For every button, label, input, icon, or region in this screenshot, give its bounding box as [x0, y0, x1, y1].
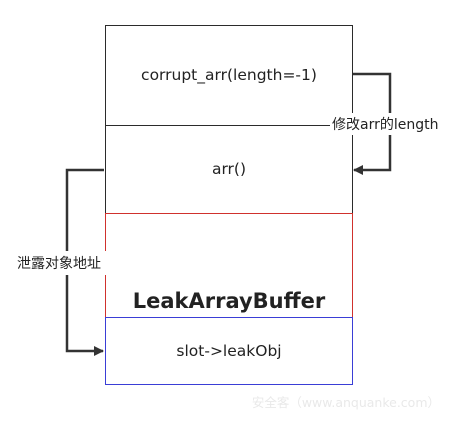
leak-address-label-bg	[14, 251, 118, 275]
watermark: 安全客（www.anquanke.com）	[252, 395, 440, 410]
slot-cell	[105, 317, 353, 385]
leak-address-label: 泄露对象地址	[17, 256, 101, 272]
modify-length-label: 修改arr的length	[332, 117, 438, 133]
corrupt-arr-label: corrupt_arr(length=-1)	[141, 66, 317, 85]
leak-array-buffer-label: LeakArrayBuffer	[133, 289, 326, 313]
arr-label: arr()	[212, 160, 246, 178]
slot-label: slot->leakObj	[176, 342, 281, 360]
modify-length-label-bg	[330, 113, 452, 135]
